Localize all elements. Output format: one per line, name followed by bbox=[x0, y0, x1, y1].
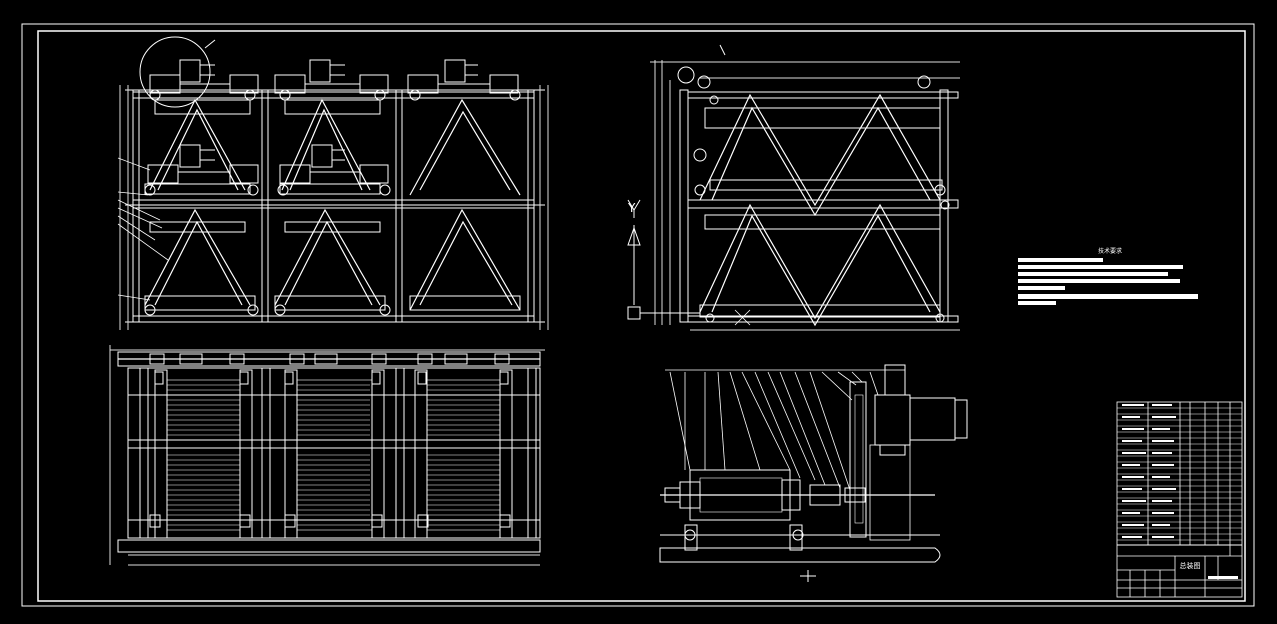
side-elevation-view bbox=[650, 44, 960, 331]
technical-notes: 技术要求 bbox=[1018, 247, 1198, 305]
drive-detail-view bbox=[659, 364, 968, 582]
ucs-axis-icon bbox=[627, 199, 700, 320]
axis-label-y: Y bbox=[627, 201, 636, 215]
title-block-drawing-name: 总装图 bbox=[1180, 561, 1201, 570]
sheet-border bbox=[21, 23, 1255, 607]
front-elevation-view bbox=[117, 36, 549, 330]
parts-list-table: 总装图 bbox=[1116, 401, 1243, 598]
plan-view bbox=[109, 345, 545, 566]
notes-heading: 技术要求 bbox=[1098, 247, 1122, 255]
